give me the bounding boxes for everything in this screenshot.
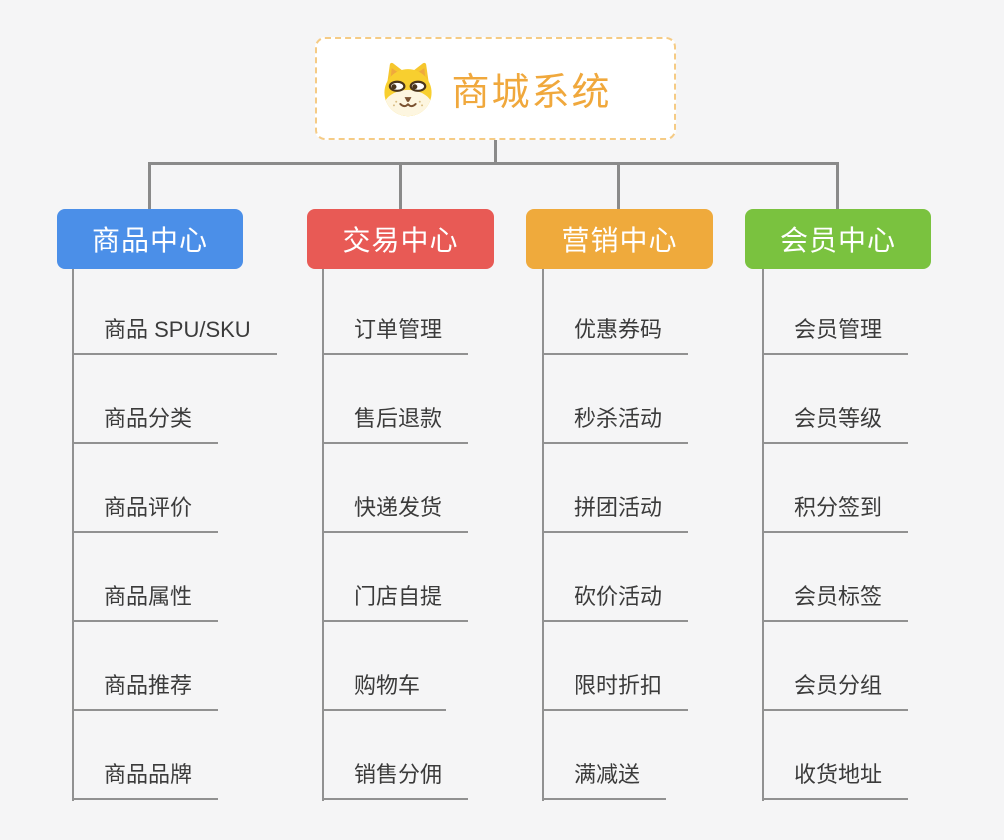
leaf-node-flash-sale[interactable]: 秒杀活动: [542, 401, 689, 444]
leaf-node-coupon-code[interactable]: 优惠券码: [542, 312, 689, 355]
leaf-node-member-management[interactable]: 会员管理: [762, 312, 909, 355]
leaf-node-limited-time-discount[interactable]: 限时折扣: [542, 668, 689, 711]
leaf-column-trade-center: 订单管理 售后退款 快递发货 门店自提 购物车 销售分佣: [322, 266, 572, 800]
connector-root-stem: [494, 140, 497, 163]
branch-member-center[interactable]: 会员中心: [745, 209, 931, 269]
leaf-node-product-attribute[interactable]: 商品属性: [72, 579, 219, 622]
leaf-node-sales-commission[interactable]: 销售分佣: [322, 757, 469, 800]
leaf-node-aftersale-refund[interactable]: 售后退款: [322, 401, 469, 444]
leaf-node-product-recommend[interactable]: 商品推荐: [72, 668, 219, 711]
connector-horizontal: [148, 162, 839, 165]
branch-product-center[interactable]: 商品中心: [57, 209, 243, 269]
connector-drop-marketing-center: [617, 163, 620, 210]
leaf-node-express-delivery[interactable]: 快递发货: [322, 490, 469, 533]
connector-drop-member-center: [836, 163, 839, 210]
connector-drop-product-center: [148, 163, 151, 210]
branch-label: 会员中心: [779, 225, 896, 256]
connector-drop-trade-center: [399, 163, 402, 210]
leaf-node-full-reduction[interactable]: 满减送: [542, 757, 667, 800]
leaf-column-member-center: 会员管理 会员等级 积分签到 会员标签 会员分组 收货地址: [762, 266, 1004, 800]
root-node[interactable]: 商城系统: [315, 37, 676, 140]
leaf-node-member-group[interactable]: 会员分组: [762, 668, 909, 711]
leaf-node-order-management[interactable]: 订单管理: [322, 312, 469, 355]
leaf-column-product-center: 商品 SPU/SKU 商品分类 商品评价 商品属性 商品推荐 商品品牌: [72, 266, 322, 800]
leaf-node-group-buy[interactable]: 拼团活动: [542, 490, 689, 533]
leaf-node-member-tag[interactable]: 会员标签: [762, 579, 909, 622]
column-line-member-center: [762, 269, 764, 801]
leaf-node-product-category[interactable]: 商品分类: [72, 401, 219, 444]
leaf-node-shopping-cart[interactable]: 购物车: [322, 668, 447, 711]
leaf-node-product-brand[interactable]: 商品品牌: [72, 757, 219, 800]
column-line-product-center: [72, 269, 74, 801]
doge-icon: [379, 60, 437, 118]
column-line-marketing-center: [542, 269, 544, 801]
leaf-node-member-level[interactable]: 会员等级: [762, 401, 909, 444]
leaf-node-points-checkin[interactable]: 积分签到: [762, 490, 909, 533]
branch-trade-center[interactable]: 交易中心: [307, 209, 494, 269]
branch-label: 营销中心: [561, 225, 678, 256]
leaf-node-product-review[interactable]: 商品评价: [72, 490, 219, 533]
leaf-node-bargain-activity[interactable]: 砍价活动: [542, 579, 689, 622]
leaf-node-product-spu-sku[interactable]: 商品 SPU/SKU: [72, 312, 277, 355]
leaf-node-store-pickup[interactable]: 门店自提: [322, 579, 469, 622]
leaf-node-shipping-address[interactable]: 收货地址: [762, 757, 909, 800]
branch-label: 商品中心: [91, 225, 208, 256]
branch-marketing-center[interactable]: 营销中心: [526, 209, 713, 269]
leaf-column-marketing-center: 优惠券码 秒杀活动 拼团活动 砍价活动 限时折扣 满减送: [542, 266, 792, 800]
column-line-trade-center: [322, 269, 324, 801]
branch-label: 交易中心: [342, 225, 459, 256]
root-label: 商城系统: [451, 72, 612, 114]
